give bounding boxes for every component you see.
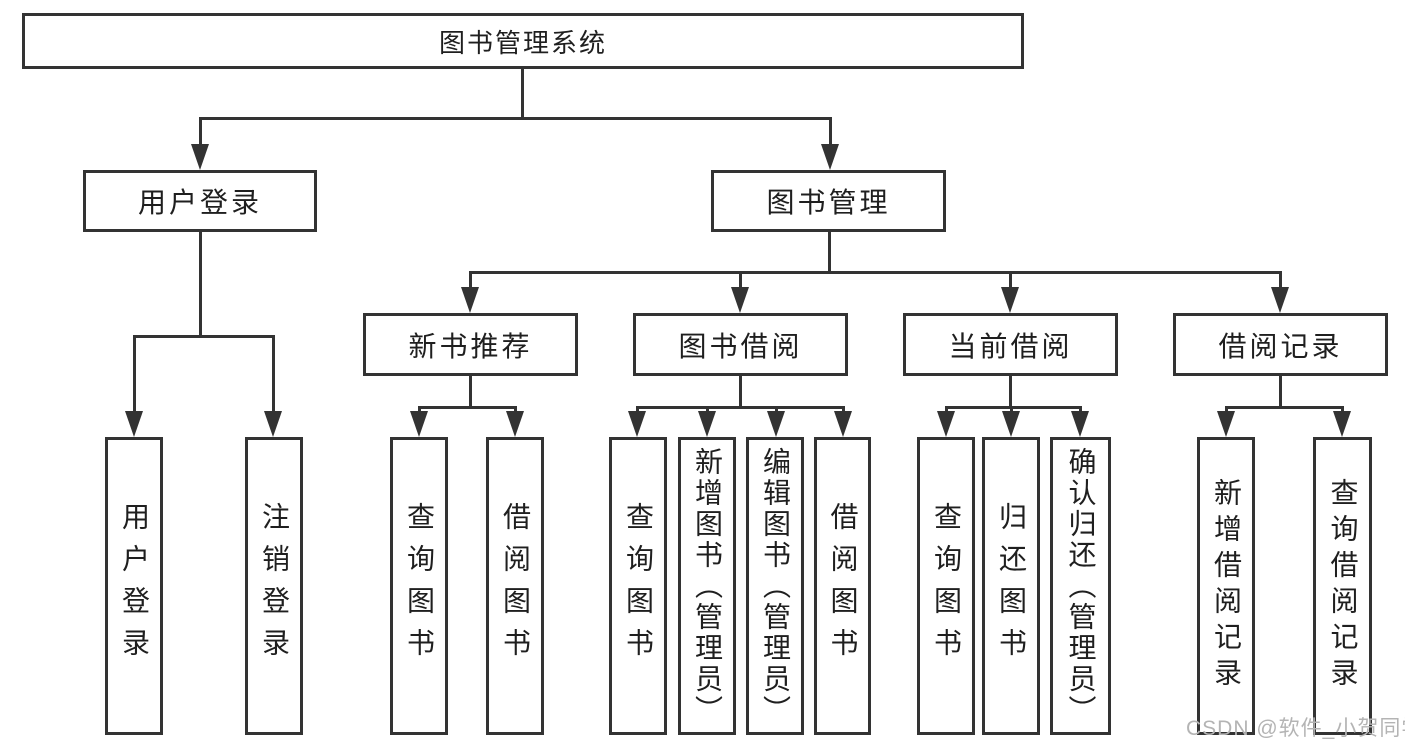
connector-arrow-shaft [739,271,742,287]
node-borrowing-records: 借阅记录 [1173,313,1388,376]
leaf-bb-query-books: 查询图书 [609,437,667,735]
connector-book-borrow-branch [636,406,845,409]
leaf-bb-edit-books-admin: 编辑图书（管理员） [746,437,804,735]
connector-arrow-shaft [1341,406,1344,412]
connector-arrow-shaft [1079,406,1082,412]
arrow-down-icon [125,411,143,437]
leaf-br-add-record: 新增借阅记录 [1197,437,1255,735]
arrow-down-icon [834,411,852,437]
connector-book-mgmt-drop [828,232,831,274]
node-label: 新增借阅记录 [1211,478,1242,694]
node-label: 图书借阅 [678,330,803,362]
connector-arrow-shaft [418,406,421,412]
connector-arrow-shaft [199,117,202,144]
connector-arrow-shaft [469,271,472,287]
connector-new-books-branch [418,406,517,409]
node-label: 查询图书 [931,502,962,670]
leaf-nb-borrow-books: 借阅图书 [486,437,544,735]
arrow-down-icon [264,411,282,437]
leaf-cb-return-books: 归还图书 [982,437,1040,735]
node-book-management: 图书管理 [711,170,946,232]
node-book-borrowing: 图书借阅 [633,313,848,376]
connector-arrow-shaft [514,406,517,412]
node-label: 用户登录 [119,502,150,670]
node-label: 查询图书 [404,502,435,670]
connector-new-books-drop [469,376,472,409]
connector-arrow-shaft [829,117,832,144]
connector-arrow-shaft [706,406,709,412]
node-label: 借阅图书 [827,502,859,670]
leaf-br-query-record: 查询借阅记录 [1313,437,1372,735]
arrow-down-icon [461,287,479,313]
csdn-watermark: CSDN @软件_小贺同学 [1186,717,1405,740]
connector-arrow-shaft [272,335,275,411]
arrow-down-icon [937,411,955,437]
node-label: 新增图书（管理员） [692,446,723,726]
node-label: 借阅图书 [500,502,531,670]
arrow-down-icon [410,411,428,437]
connector-arrow-shaft [636,406,639,412]
node-label: 新书推荐 [408,330,533,362]
connector-arrow-shaft [1279,271,1282,287]
connector-book-borrow-drop [739,376,742,409]
node-label: 编辑图书（管理员） [760,446,791,726]
arrow-down-icon [628,411,646,437]
node-label: 图书管理系统 [438,27,607,58]
arrow-down-icon [767,411,785,437]
arrow-down-icon [1001,287,1019,313]
node-label: 查询借阅记录 [1327,478,1359,694]
leaf-bb-add-books-admin: 新增图书（管理员） [678,437,736,735]
node-label: 确认归还（管理员） [1065,446,1097,726]
leaf-bb-borrow-books: 借阅图书 [814,437,871,735]
connector-current-borrow-branch [945,406,1082,409]
node-library-management-system: 图书管理系统 [22,13,1024,69]
connector-borrow-records-branch [1225,406,1344,409]
leaf-cb-query-books: 查询图书 [917,437,975,735]
arrow-down-icon [1002,411,1020,437]
connector-level2-branch [469,271,1282,274]
leaf-logout: 注销登录 [245,437,303,735]
connector-arrow-shaft [945,406,948,412]
arrow-down-icon [1333,411,1351,437]
leaf-user-login: 用户登录 [105,437,163,735]
node-label: 查询图书 [623,502,654,670]
connector-user-login-drop [199,232,202,338]
arrow-down-icon [191,144,209,170]
node-label: 归还图书 [996,502,1027,670]
connector-arrow-shaft [1010,406,1013,412]
arrow-down-icon [821,144,839,170]
arrow-down-icon [506,411,524,437]
connector-user-login-branch [133,335,275,338]
leaf-nb-query-books: 查询图书 [390,437,448,735]
connector-arrow-shaft [133,335,136,411]
arrow-down-icon [1071,411,1089,437]
node-label: 当前借阅 [948,330,1073,362]
node-label: 用户登录 [137,187,262,218]
node-current-borrowing: 当前借阅 [903,313,1118,376]
connector-level1-branch [199,117,832,120]
node-label: 借阅记录 [1218,330,1343,362]
leaf-cb-confirm-return-admin: 确认归还（管理员） [1050,437,1111,735]
connector-arrow-shaft [1225,406,1228,412]
node-new-book-recommend: 新书推荐 [363,313,578,376]
connector-arrow-shaft [775,406,778,412]
node-label: 图书管理 [766,187,891,218]
connector-current-borrow-drop [1009,376,1012,409]
connector-arrow-shaft [842,406,845,412]
arrow-down-icon [1217,411,1235,437]
connector-root-drop [521,69,524,120]
connector-borrow-records-drop [1279,376,1282,409]
arrow-down-icon [731,287,749,313]
arrow-down-icon [698,411,716,437]
arrow-down-icon [1271,287,1289,313]
connector-arrow-shaft [1009,271,1012,287]
node-user-login: 用户登录 [83,170,317,232]
node-label: 注销登录 [259,502,290,670]
